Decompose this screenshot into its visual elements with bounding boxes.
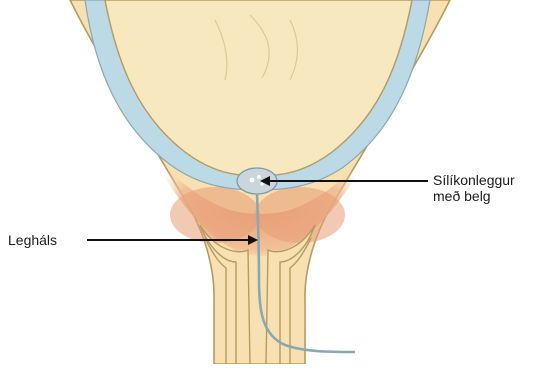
- catheter-label-line1: Sílíkonleggur: [433, 172, 515, 188]
- pink-left-blush: [170, 187, 260, 243]
- fetal-head: [105, 0, 412, 176]
- balloon-highlight: [257, 175, 261, 179]
- balloon-highlight: [260, 182, 264, 186]
- catheter-label-line2: með belg: [433, 188, 491, 204]
- cervix-label: Legháls: [8, 232, 57, 248]
- balloon-highlight: [250, 178, 255, 183]
- pink-right-blush: [255, 187, 345, 243]
